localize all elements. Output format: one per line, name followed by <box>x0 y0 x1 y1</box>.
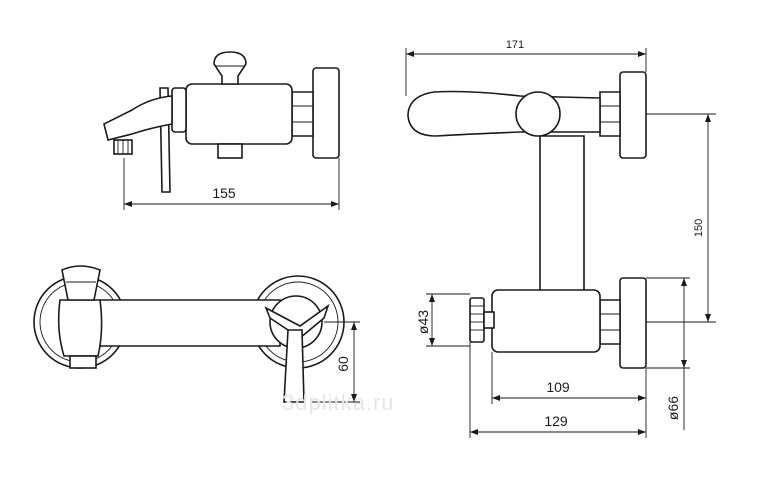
side-view: 155 <box>103 51 340 210</box>
dim-o43: ø43 <box>415 310 431 334</box>
dim-171: 171 <box>506 39 524 51</box>
side-body <box>185 83 293 145</box>
top-lower-body <box>491 289 601 353</box>
top-arm <box>539 135 585 302</box>
watermark: 3dplitka.ru <box>282 390 395 415</box>
front-spout <box>57 299 103 357</box>
top-view: 171 150 ø43 ø66 109 129 <box>405 39 716 438</box>
front-knob <box>61 265 101 301</box>
front-view: 60 <box>33 265 360 403</box>
side-spout <box>103 95 173 141</box>
top-side-knob <box>469 297 485 343</box>
side-bottom-stub <box>217 143 243 159</box>
dim-150: 150 <box>693 219 705 237</box>
dim-60: 60 <box>335 356 351 372</box>
side-hex-nut <box>291 91 314 137</box>
dim-155: 155 <box>212 185 236 201</box>
side-wall-flange <box>312 67 340 159</box>
top-handle-hub <box>515 91 561 137</box>
dim-129: 129 <box>544 413 568 429</box>
side-knob <box>213 51 247 85</box>
dim-109: 109 <box>546 379 570 395</box>
dim-o66: ø66 <box>665 396 681 420</box>
front-body <box>99 299 281 347</box>
top-lower-flange <box>619 277 647 369</box>
top-upper-flange <box>619 71 647 159</box>
top-handle-bar <box>407 90 601 137</box>
front-lever <box>283 329 305 403</box>
front-aerator <box>69 355 97 369</box>
